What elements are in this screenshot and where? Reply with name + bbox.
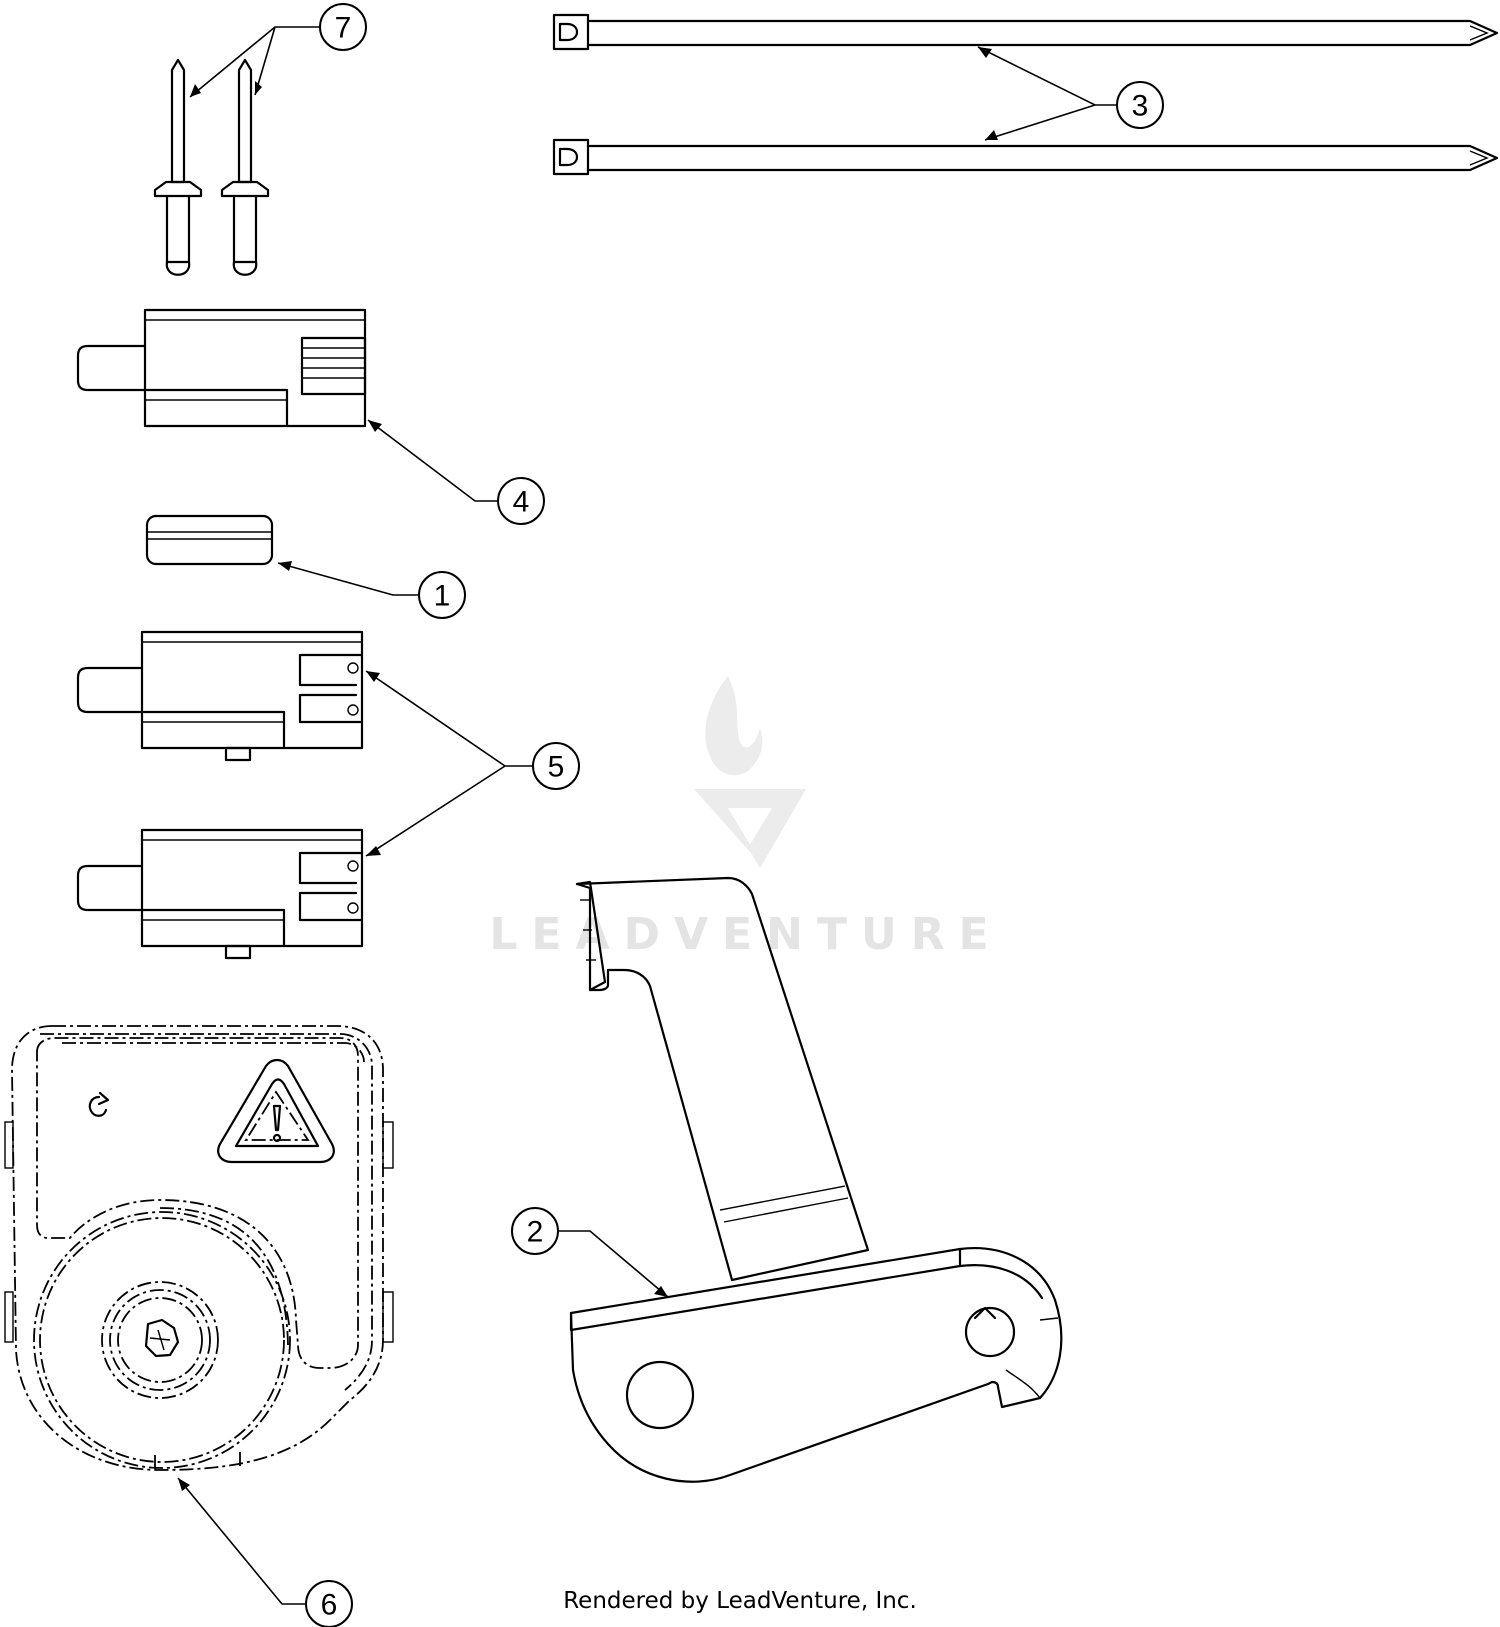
switch-plug-1 bbox=[145, 514, 274, 566]
leadventure-watermark: LEADVENTURE bbox=[489, 676, 1002, 960]
callout-4: 4 bbox=[497, 477, 545, 525]
cable-tie-upper bbox=[552, 13, 1499, 51]
callout-6-label: 6 bbox=[321, 1589, 338, 1622]
callout-1: 1 bbox=[418, 571, 466, 619]
switch-housing-6 bbox=[4, 1025, 394, 1471]
callout-1-label: 1 bbox=[434, 580, 451, 613]
callout-7: 7 bbox=[319, 3, 367, 51]
callout-7-label: 7 bbox=[335, 12, 352, 45]
callout-3-label: 3 bbox=[1132, 90, 1149, 123]
rivet-right bbox=[220, 58, 270, 276]
cable-tie-lower bbox=[552, 138, 1499, 176]
callout-5-label: 5 bbox=[548, 751, 565, 784]
render-credit: Rendered by LeadVenture, Inc. bbox=[563, 1588, 917, 1614]
interlock-switch-5-lower bbox=[76, 828, 364, 960]
leader-lines bbox=[177, 26, 1117, 1605]
callout-5: 5 bbox=[532, 742, 580, 790]
callout-4-label: 4 bbox=[513, 486, 530, 519]
callout-2: 2 bbox=[511, 1207, 559, 1255]
callout-2-label: 2 bbox=[527, 1216, 544, 1249]
interlock-switch-5-upper bbox=[76, 630, 364, 762]
callout-3: 3 bbox=[1116, 81, 1164, 129]
interlock-switch-4 bbox=[76, 308, 367, 428]
callout-6: 6 bbox=[305, 1580, 353, 1627]
rivet-left bbox=[153, 58, 203, 276]
arrowheads bbox=[178, 47, 998, 1491]
watermark-brand: LEADVENTURE bbox=[489, 909, 1002, 960]
actuator-bracket-2 bbox=[569, 876, 1063, 1483]
